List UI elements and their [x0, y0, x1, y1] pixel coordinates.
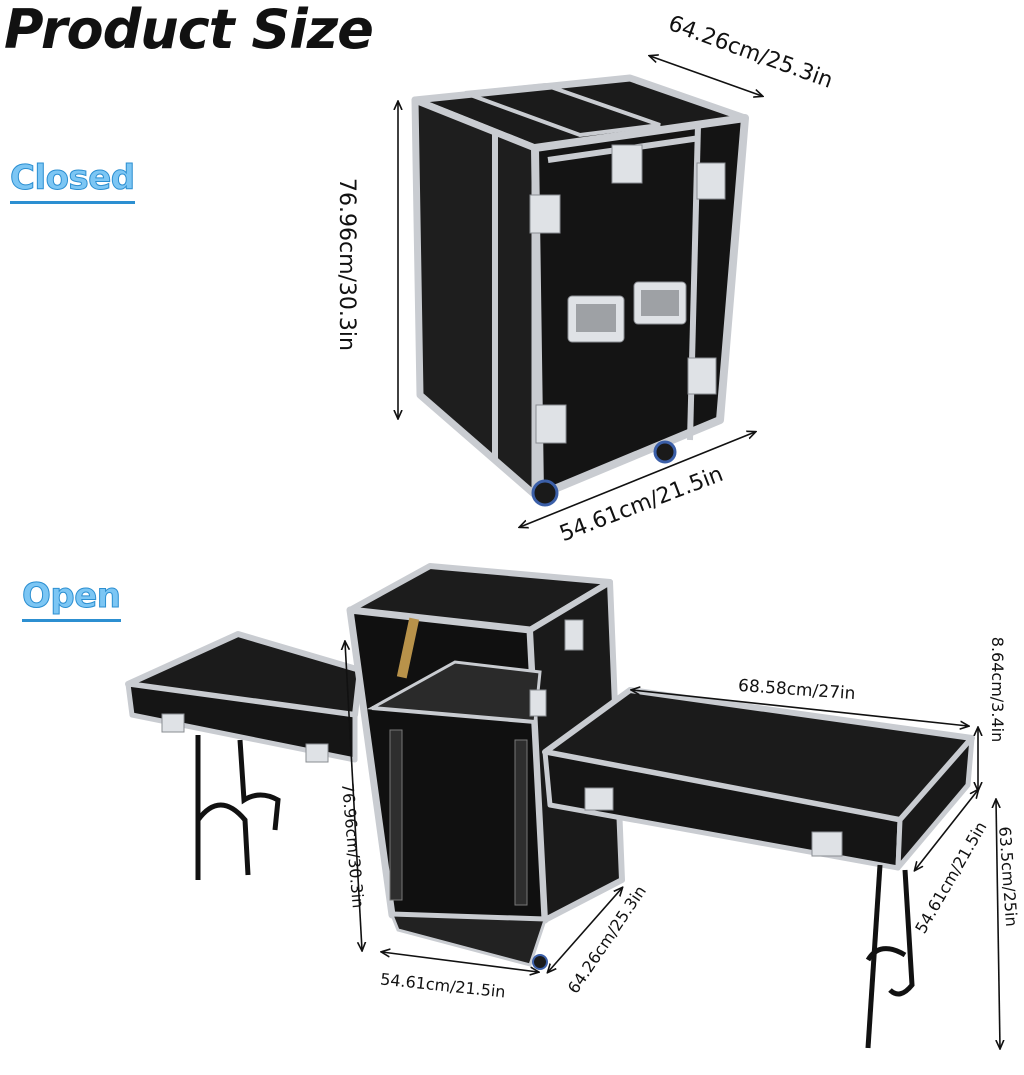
open-rack-depth-arrow — [548, 888, 622, 972]
page-title: Product Size — [4, 0, 374, 61]
closed-depth-arrow — [520, 432, 755, 527]
open-table-height-arrow — [996, 800, 1000, 1048]
open-table-depth-arrow — [915, 790, 978, 870]
closed-height-label: 76.96cm/30.3in — [333, 178, 359, 351]
open-label: Open — [22, 576, 122, 622]
closed-case-image — [411, 74, 749, 507]
open-rack-width-arrow — [382, 952, 538, 972]
open-case-image — [125, 563, 975, 1049]
open-table-thickness-label: 8.64cm/3.4in — [988, 636, 1008, 743]
closed-label: Closed — [10, 158, 136, 204]
closed-width-arrow — [650, 56, 762, 96]
open-rack-height-arrow — [345, 642, 362, 950]
open-table-length-arrow — [632, 690, 968, 726]
